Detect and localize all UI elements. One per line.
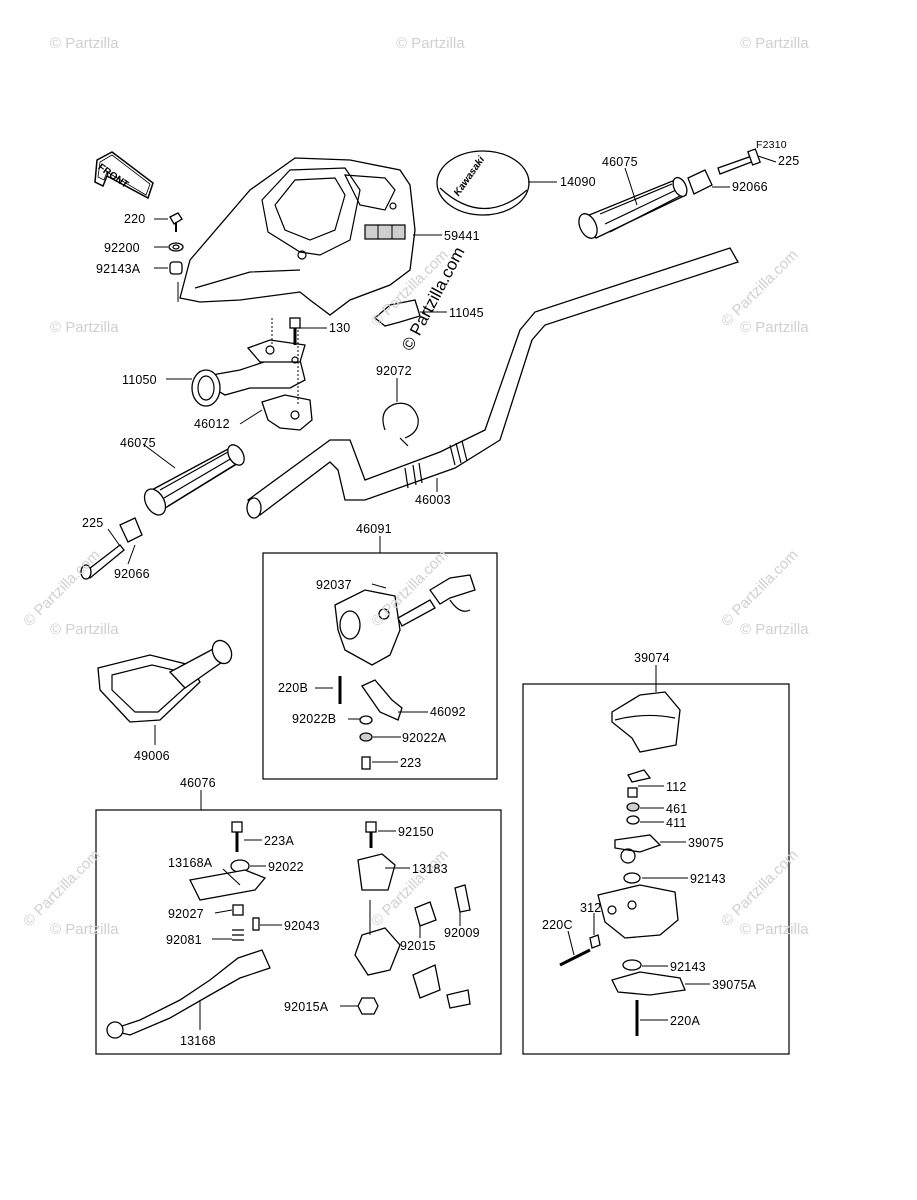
part-label: 46092 xyxy=(430,705,466,719)
throttle-case-shape xyxy=(559,691,686,1036)
part-label: 13168 xyxy=(180,1034,216,1048)
small-parts-shape xyxy=(168,212,184,302)
meter-cover-shape xyxy=(179,157,416,316)
part-label: 225 xyxy=(778,154,800,168)
part-label: 92015A xyxy=(284,1000,329,1014)
part-label: 461 xyxy=(666,802,688,816)
part-label: 14090 xyxy=(560,175,596,189)
part-label: 59441 xyxy=(444,229,480,243)
part-label: 46075 xyxy=(602,155,638,169)
part-label: 225 xyxy=(82,516,104,530)
part-label: 46076 xyxy=(180,776,216,790)
front-arrow-icon xyxy=(94,151,154,200)
left-grip-shape xyxy=(143,444,245,516)
part-label: 92027 xyxy=(168,907,204,921)
part-label: 92143 xyxy=(670,960,706,974)
part-label: 46091 xyxy=(356,522,392,536)
watermark: © Partzilla xyxy=(740,35,809,52)
part-label: 92009 xyxy=(444,926,480,940)
part-label: 223A xyxy=(264,834,294,848)
boot-shape xyxy=(97,639,233,723)
part-label: 11045 xyxy=(449,306,484,320)
part-label: 92022 xyxy=(268,860,304,874)
part-label: 220A xyxy=(670,1014,700,1028)
part-label: 39075 xyxy=(688,836,724,850)
part-label: 130 xyxy=(329,321,351,335)
part-label: 92081 xyxy=(166,933,202,947)
part-label: 312 xyxy=(580,901,602,915)
part-label: 92022B xyxy=(292,712,337,726)
part-label: 46003 xyxy=(415,493,451,507)
watermark: © Partzilla xyxy=(50,921,119,938)
part-label: 92143A xyxy=(96,262,141,276)
part-label: 112 xyxy=(666,780,687,794)
lever-assembly-shape xyxy=(106,821,471,1039)
part-label: 13168A xyxy=(168,856,213,870)
left-end-cap-shape xyxy=(80,517,143,580)
leader-lines xyxy=(107,155,777,1030)
part-label: 92200 xyxy=(104,241,140,255)
part-label: 11050 xyxy=(122,373,157,387)
clamp-shape xyxy=(382,402,419,447)
part-label: 92066 xyxy=(732,180,768,194)
figure-code: F2310 xyxy=(756,139,787,151)
switch-housing-shape xyxy=(334,574,476,770)
watermark: © Partzilla xyxy=(740,621,809,638)
handlebar-shape xyxy=(246,247,739,519)
bolt-shape xyxy=(289,317,301,345)
part-label: 13183 xyxy=(412,862,448,876)
left-holder-shape xyxy=(191,318,313,431)
watermark: © Partzilla xyxy=(50,621,119,638)
right-grip-shape xyxy=(578,176,688,239)
watermark: © Partzilla xyxy=(740,319,809,336)
part-label: 220 xyxy=(124,212,146,226)
part-label: 92066 xyxy=(114,567,150,581)
part-label: 92072 xyxy=(376,364,412,378)
part-label: 39075A xyxy=(712,978,757,992)
right-end-cap-shape xyxy=(687,148,761,195)
watermark: © Partzilla xyxy=(50,35,119,52)
part-label: 92143 xyxy=(690,872,726,886)
watermark: © Partzilla xyxy=(740,921,809,938)
part-label: 411 xyxy=(666,816,687,830)
watermark: © Partzilla xyxy=(396,35,465,52)
part-label: 92022A xyxy=(402,731,447,745)
part-label: 49006 xyxy=(134,749,170,763)
part-label: 220C xyxy=(542,918,573,932)
part-label: 92043 xyxy=(284,919,320,933)
part-label: 39074 xyxy=(634,651,670,665)
emblem-shape xyxy=(436,150,530,216)
part-label: 92015 xyxy=(400,939,436,953)
part-label: 92037 xyxy=(316,578,352,592)
part-label: 223 xyxy=(400,756,422,770)
bracket-shape xyxy=(373,299,421,327)
watermark: © Partzilla xyxy=(50,319,119,336)
part-label: 46012 xyxy=(194,417,230,431)
part-label: 92150 xyxy=(398,825,434,839)
part-label: 46075 xyxy=(120,436,156,450)
part-label: 220B xyxy=(278,681,308,695)
